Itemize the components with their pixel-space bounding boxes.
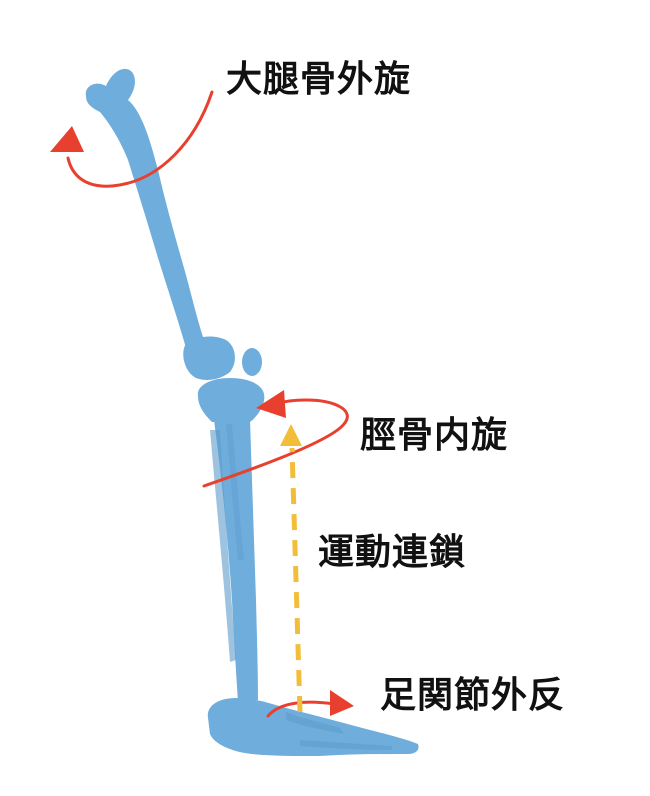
femur-external-rotation-label: 大腿骨外旋 — [226, 59, 412, 100]
patella-bone — [242, 348, 262, 376]
ankle-rotation-arrow-icon — [266, 700, 336, 718]
kinetic-chain-label: 運動連鎖 — [318, 532, 467, 573]
kinetic-chain-arrowhead-icon — [280, 424, 302, 446]
femur-bone — [85, 68, 235, 380]
tibia-fibula-bones — [197, 378, 265, 702]
foot-bones — [207, 698, 419, 756]
tibia-internal-rotation-label: 脛骨内旋 — [360, 415, 509, 456]
femur-rotation-arrow-icon — [66, 90, 214, 188]
femur-rotation-arrowhead-icon — [50, 126, 84, 152]
tibia-rotation-arrowhead-icon — [256, 390, 286, 418]
ankle-eversion-label: 足関節外反 — [380, 675, 566, 716]
tibia-rotation-arrow-icon — [202, 398, 349, 488]
ankle-rotation-arrowhead-icon — [330, 690, 354, 716]
kinetic-chain-arrow-icon — [289, 447, 303, 713]
